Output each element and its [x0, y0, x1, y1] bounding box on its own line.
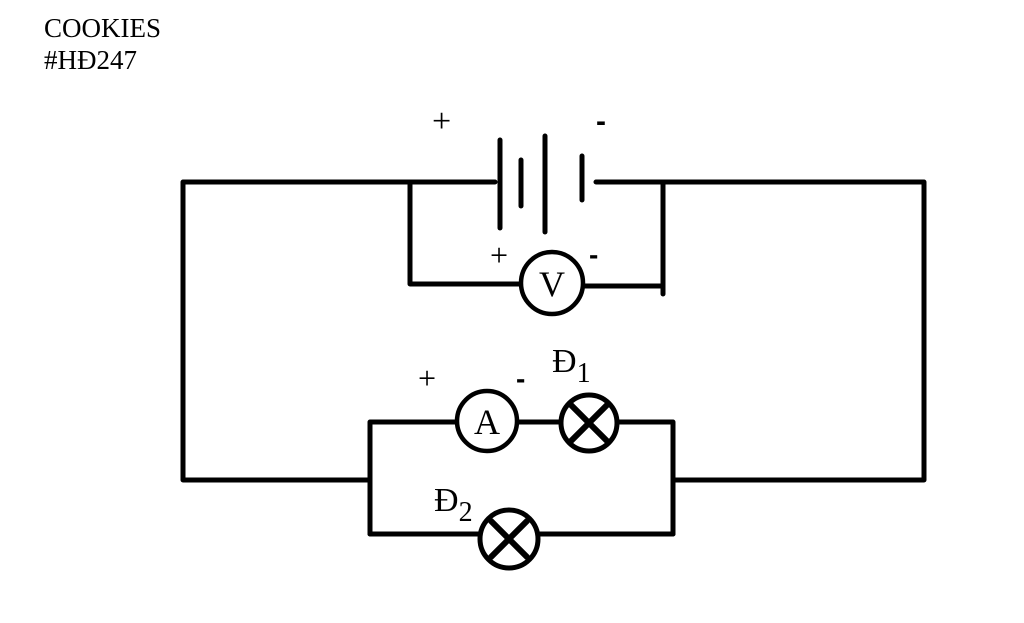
battery-plus-sign: +: [432, 103, 451, 140]
lamp-1: Đ1: [552, 343, 620, 454]
header-line-cookies: COOKIES: [44, 13, 162, 43]
watermark-header: COOKIES #HĐ247: [44, 12, 161, 76]
voltmeter-plus-sign: +: [490, 237, 508, 273]
lamp-2-letter-text: Đ: [434, 482, 459, 519]
lamp-2-letter: Đ2: [434, 482, 473, 528]
wire-voltmeter-left: [407, 179, 525, 287]
voltmeter-minus-sign: -: [589, 239, 598, 270]
lamp-2-index: 2: [459, 497, 473, 528]
wire-top-right: [593, 179, 927, 483]
header-line-code: #HĐ247: [44, 45, 137, 75]
outer-wires: [180, 179, 927, 483]
wire-parallel-right: [615, 419, 676, 537]
lamp-2-cross-b: [488, 518, 530, 560]
voltmeter-branch: V + -: [407, 179, 666, 317]
battery-minus-sign: -: [596, 105, 606, 138]
ammeter: A + -: [418, 360, 525, 454]
lamp-2: Đ2: [434, 482, 541, 571]
lamp-1-index: 1: [577, 358, 591, 389]
lamp-1-cross-b: [568, 402, 610, 444]
wire-parallel-left: [367, 419, 461, 537]
voltmeter-symbol: V: [539, 264, 565, 304]
lamp-1-letter-text: Đ: [552, 343, 577, 380]
ammeter-symbol: A: [474, 402, 500, 442]
ammeter-circle: [454, 388, 520, 454]
wire-top-left: [180, 179, 498, 483]
lamp-1-letter: Đ1: [552, 343, 591, 389]
voltmeter-circle: [518, 249, 586, 317]
parallel-block: [367, 419, 676, 537]
battery: + -: [432, 103, 606, 235]
ammeter-plus-sign: +: [418, 360, 436, 396]
wire-voltmeter-right: [579, 179, 666, 297]
ammeter-minus-sign: -: [516, 363, 525, 394]
